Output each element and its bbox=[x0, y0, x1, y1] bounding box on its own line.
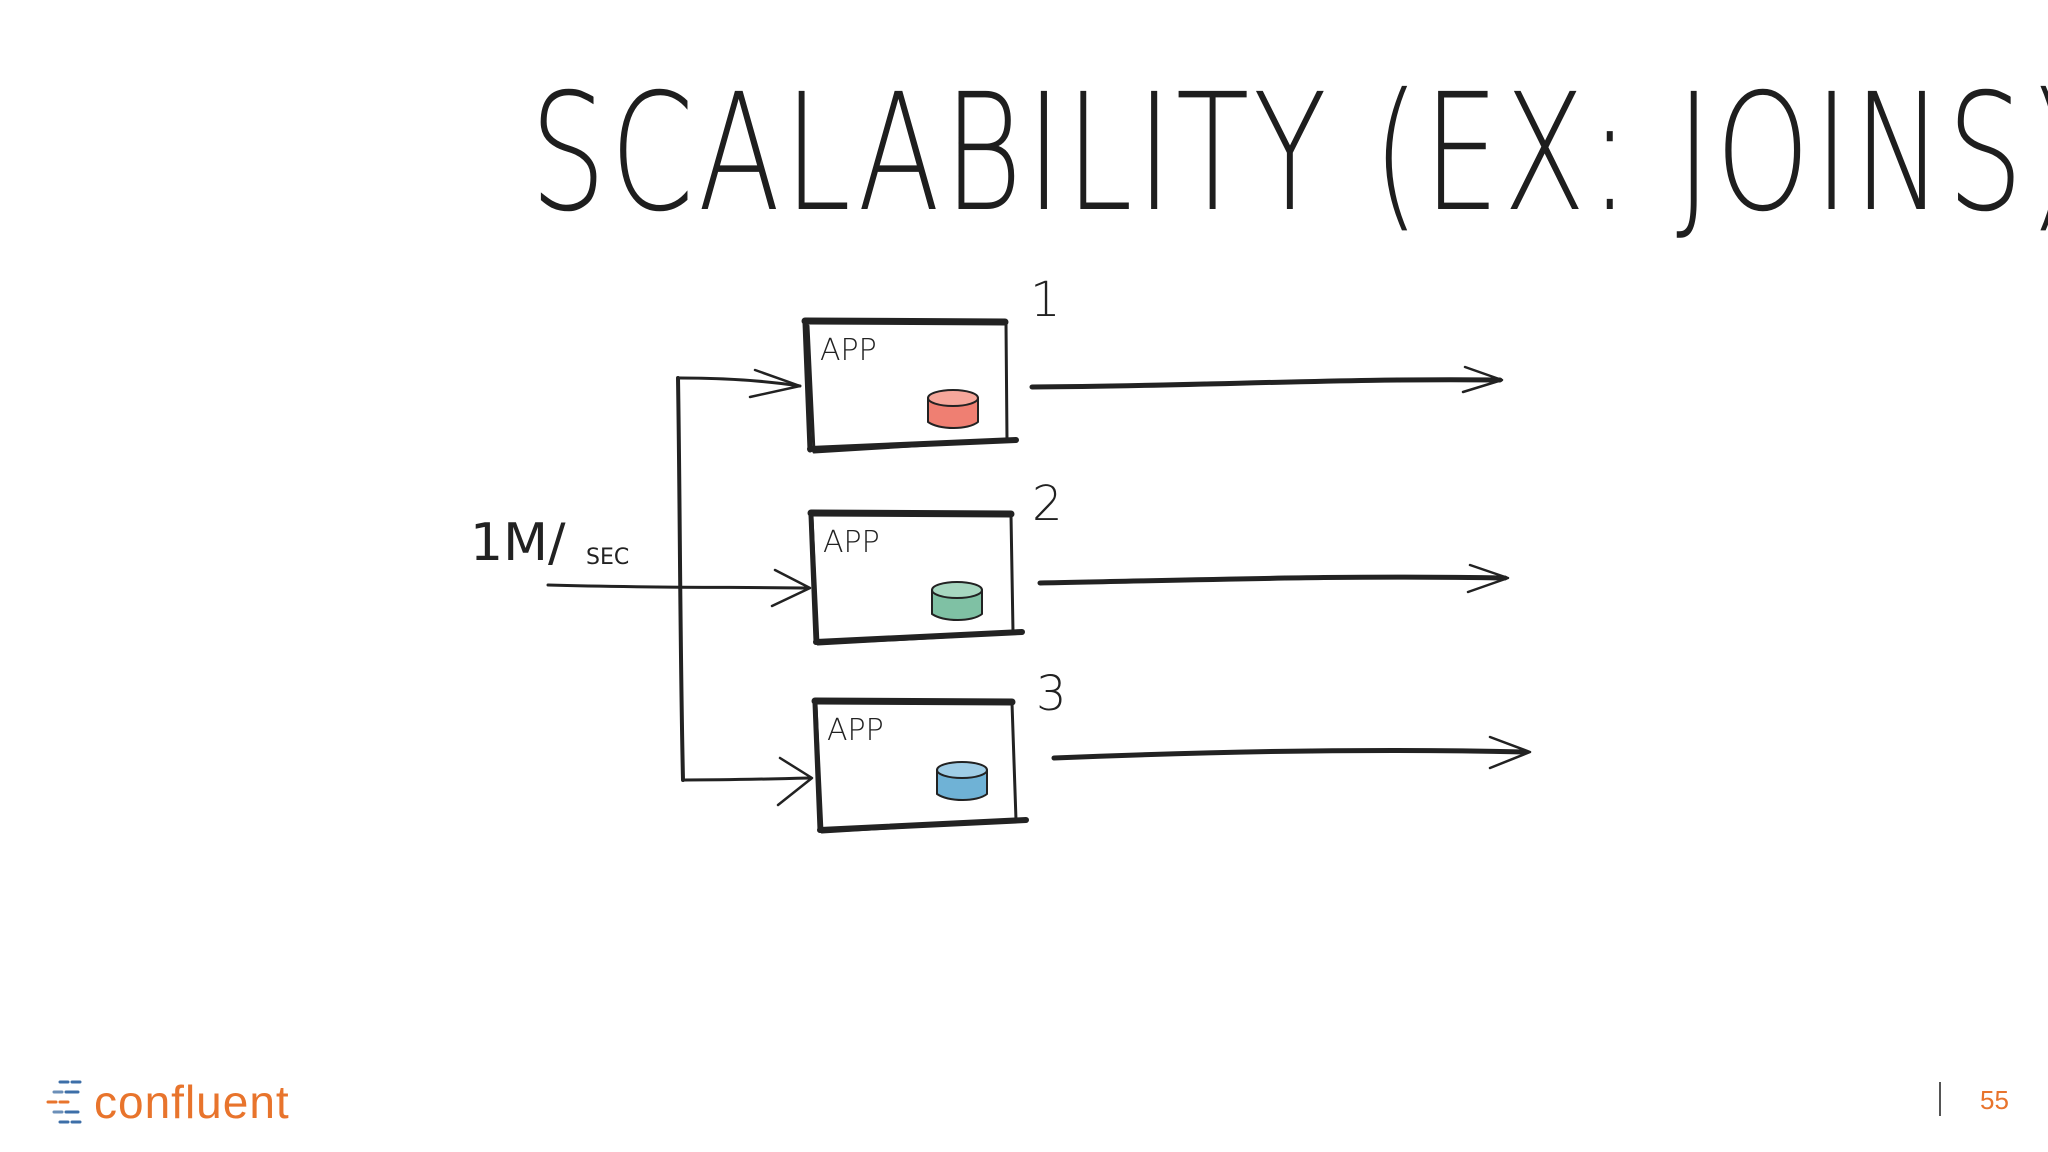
distribution-trunk bbox=[676, 376, 685, 782]
app-label-2: APP bbox=[823, 525, 880, 560]
app-number-1: 1 bbox=[1030, 272, 1061, 328]
state-store-2 bbox=[931, 581, 983, 621]
input-rate-label: 1M/ bbox=[470, 513, 566, 573]
output-arrow-1 bbox=[1029, 377, 1503, 390]
confluent-logo: confluent bbox=[44, 1072, 324, 1132]
input-arrow bbox=[546, 583, 810, 590]
state-store-3 bbox=[936, 761, 988, 801]
branch-arrow-3 bbox=[682, 776, 812, 782]
input-rate-unit: SEC bbox=[586, 545, 629, 570]
app-label-3: APP bbox=[827, 713, 884, 748]
confluent-logo-text: confluent bbox=[94, 1076, 290, 1128]
confluent-logo-icon bbox=[46, 1080, 82, 1124]
page-divider bbox=[1939, 1082, 1941, 1116]
output-arrow-3 bbox=[1051, 747, 1529, 761]
app-number-3: 3 bbox=[1036, 666, 1067, 722]
page-number: 55 bbox=[1980, 1085, 2009, 1115]
app-number-2: 2 bbox=[1032, 476, 1063, 532]
output-arrow-2 bbox=[1037, 574, 1508, 586]
state-store-1 bbox=[927, 389, 979, 429]
branch-arrow-1 bbox=[678, 376, 802, 388]
app-label-1: APP bbox=[820, 333, 877, 368]
